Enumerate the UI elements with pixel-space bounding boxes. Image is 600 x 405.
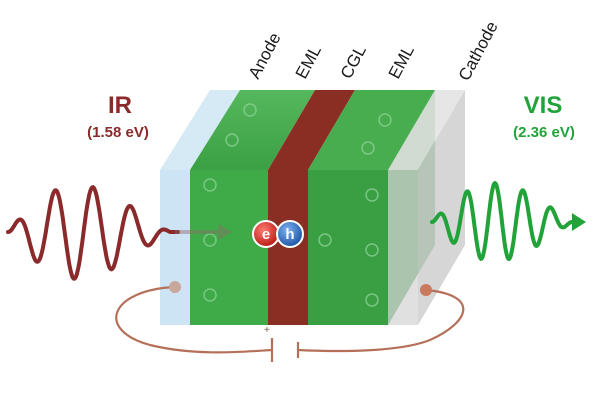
vis-arrowhead: [572, 213, 586, 231]
vis-label: VIS: [524, 92, 563, 119]
eml-layer-front-2: [308, 170, 388, 325]
device-top-face: [190, 90, 435, 170]
hole-carrier: h: [276, 220, 304, 248]
cathode-contact: [420, 284, 432, 296]
electron-carrier: e: [252, 220, 280, 248]
vis-wave: [430, 180, 586, 262]
layer-label-eml-2: EML: [385, 42, 418, 82]
ir-wave: [6, 185, 180, 281]
anode-contact: [169, 281, 181, 293]
hole-label: h: [285, 226, 294, 243]
layer-label-anode: Anode: [245, 30, 285, 82]
eml-layer-front-1: [190, 170, 268, 325]
vis-energy-label: (2.36 eV): [513, 124, 575, 141]
layer-label-eml-1: EML: [292, 42, 325, 82]
emitter-molecules: [203, 103, 392, 307]
ir-energy-label: (1.58 eV): [87, 124, 149, 141]
external-circuit: [115, 285, 465, 362]
ir-arrow-into-device: [175, 224, 232, 240]
electron-label: e: [262, 226, 270, 243]
ir-label: IR: [108, 92, 132, 119]
layer-label-cgl: CGL: [337, 42, 370, 82]
polarity-mark: +: [264, 325, 270, 336]
layer-label-cathode: Cathode: [455, 18, 502, 84]
cathode-layer: [388, 90, 465, 325]
